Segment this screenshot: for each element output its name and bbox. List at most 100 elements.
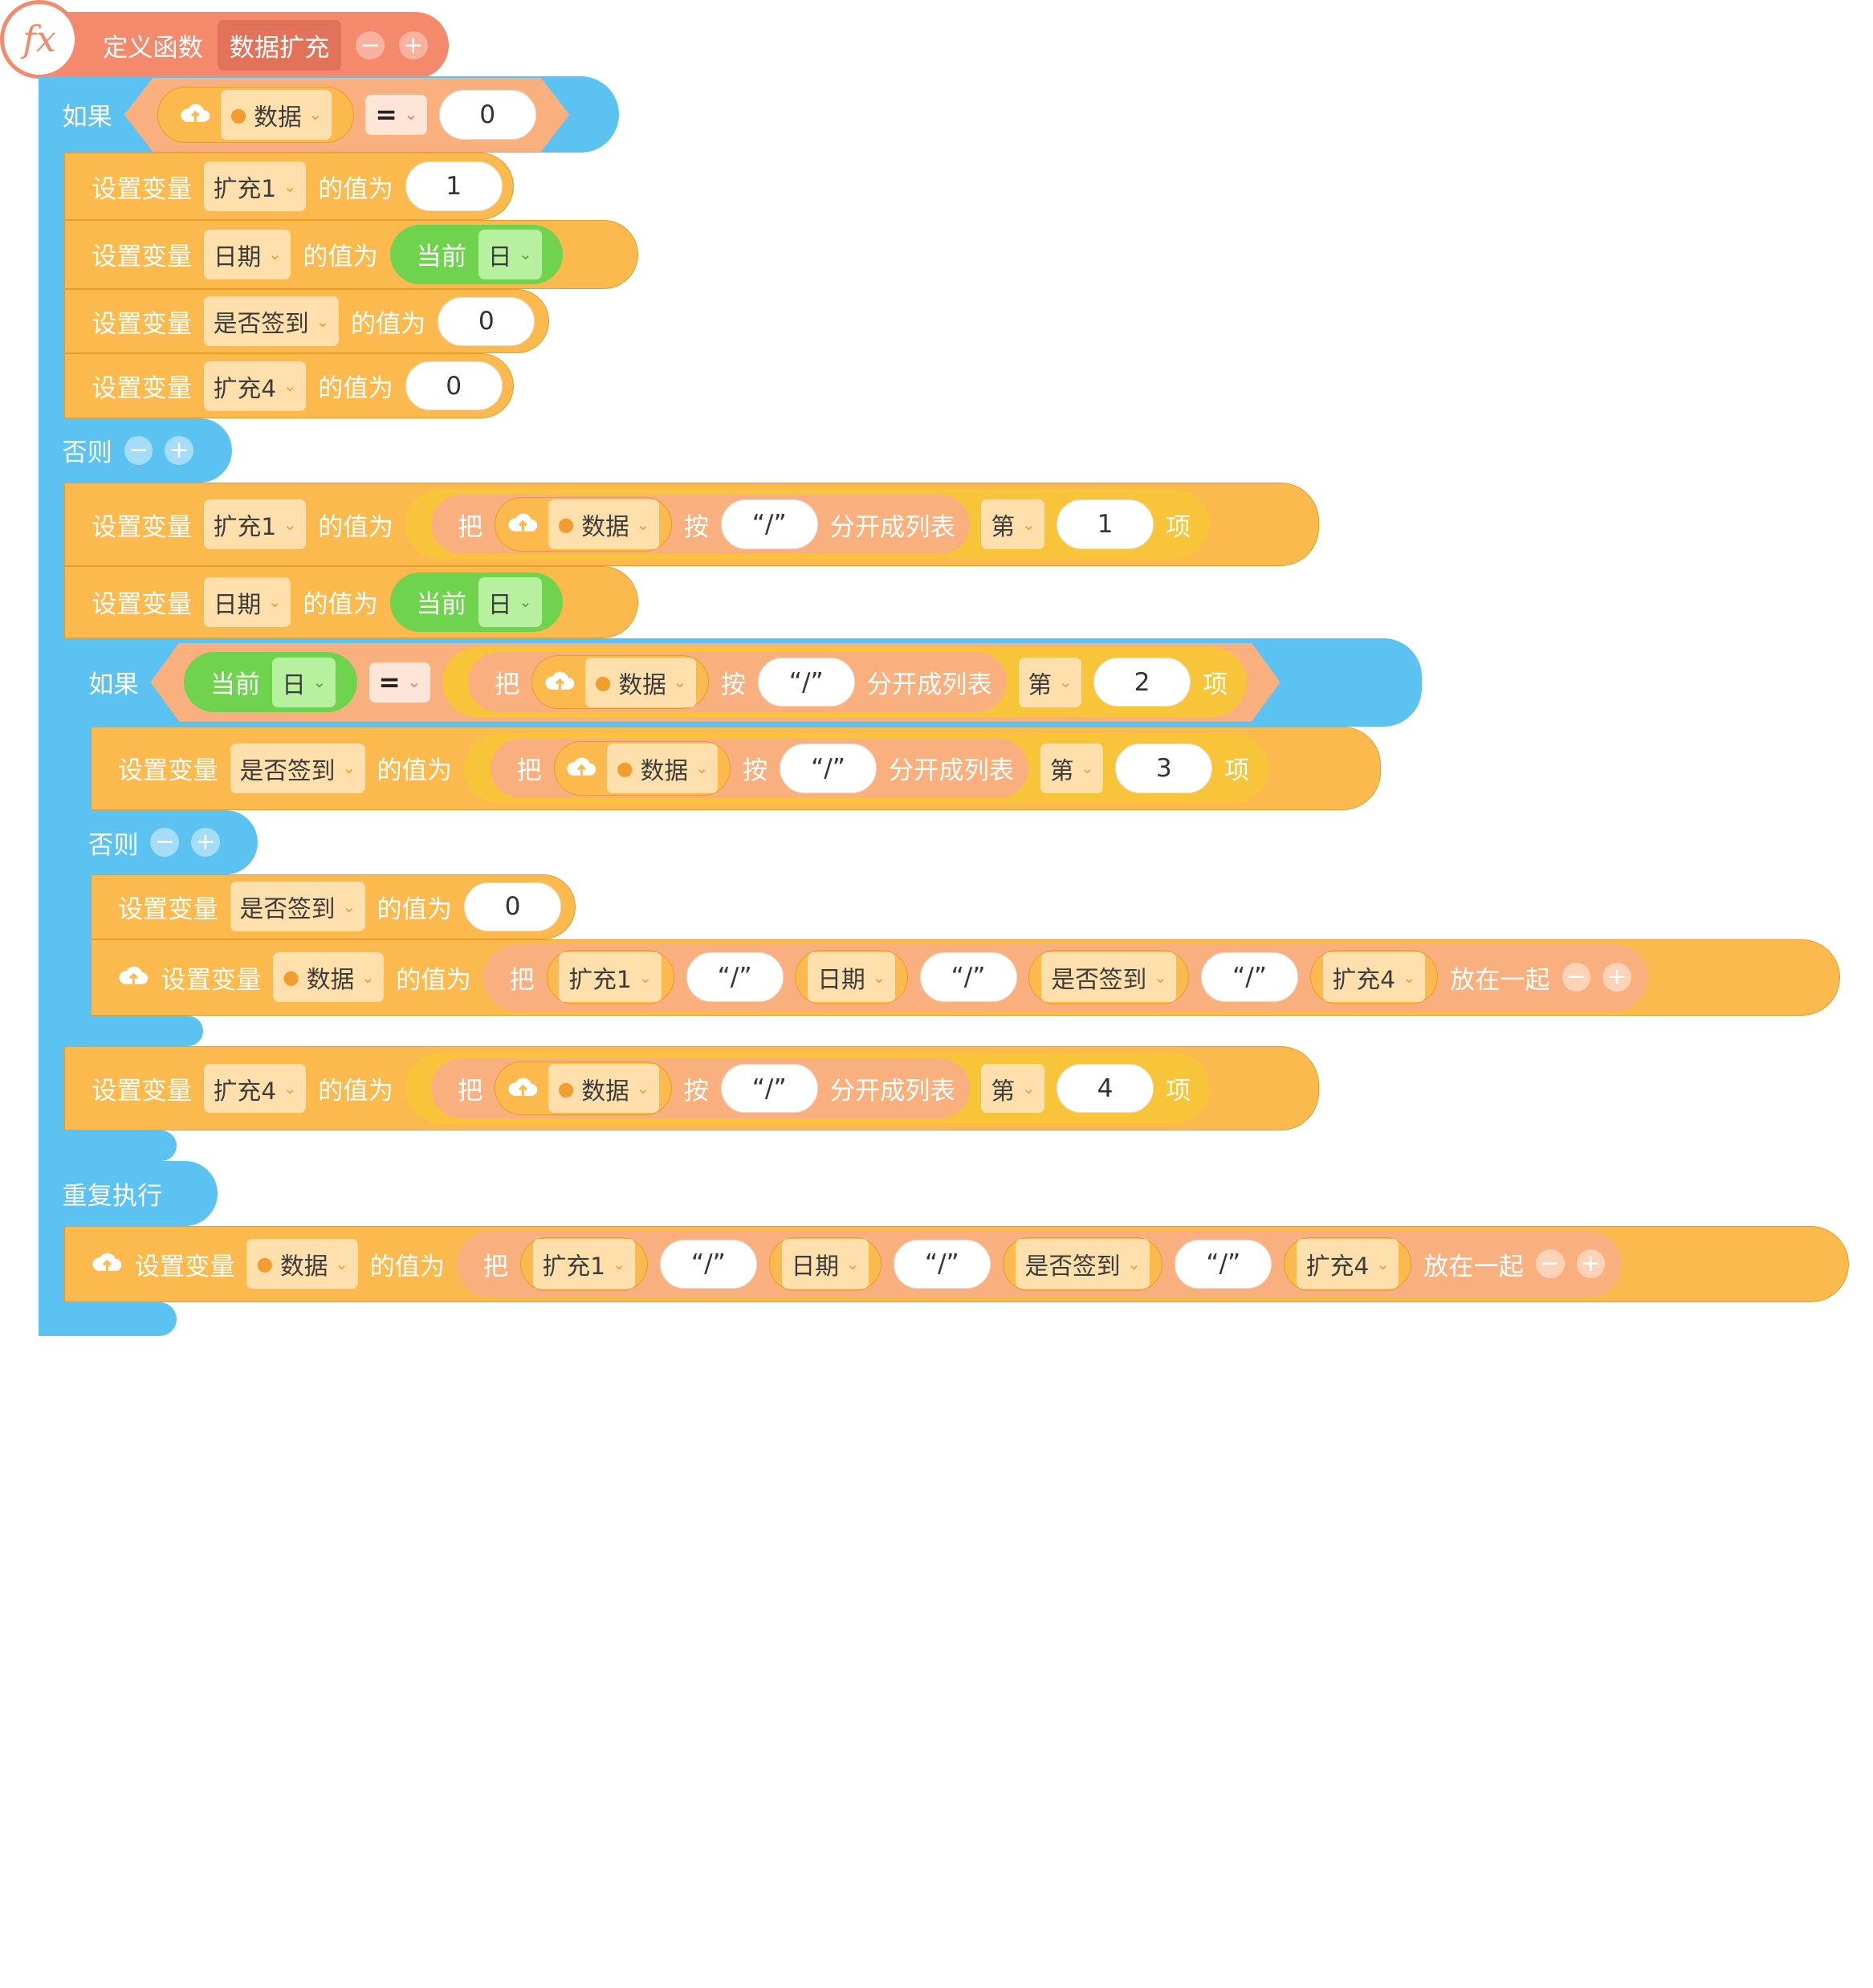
var-reporter[interactable]: 扩充4⌄ [1309,950,1438,1004]
var-dropdown-signed[interactable]: 是否签到⌄ [1015,1239,1150,1289]
set-var-block[interactable]: 设置变量 是否签到⌄ 的值为 0 [64,289,550,354]
value-input[interactable]: 0 [464,882,562,932]
add-item-button[interactable]: + [1602,963,1631,992]
value-input[interactable]: 0 [438,296,535,347]
operator-dropdown[interactable]: =⌄ [369,662,430,703]
delimiter-input[interactable]: “/” [720,1063,818,1114]
delimiter-input[interactable]: “/” [758,658,855,707]
delimiter-input[interactable]: “/” [1200,952,1298,1002]
delimiter-input[interactable]: “/” [686,952,784,1002]
nth-dropdown[interactable]: 第⌄ [981,499,1045,550]
delimiter-input[interactable]: “/” [720,499,818,549]
set-var-block[interactable]: 设置变量 日期⌄ 的值为 当前 日⌄ [64,566,638,638]
var-dropdown-date[interactable]: 日期⌄ [781,1239,869,1289]
delimiter-input[interactable]: “/” [780,743,877,793]
cloud-var-reporter[interactable]: ●数据⌄ [495,1061,672,1116]
if-header[interactable]: 如果 ●数据⌄ =⌄ 0 [38,76,619,153]
index-input[interactable]: 1 [1057,499,1154,549]
var-dropdown-signed[interactable]: 是否签到⌄ [230,743,365,793]
operator-dropdown[interactable]: =⌄ [365,95,426,135]
date-unit-dropdown[interactable]: 日⌄ [272,658,336,707]
add-item-button[interactable]: + [1576,1249,1606,1279]
cloud-var-reporter[interactable]: ●数据⌄ [157,87,353,143]
split-reporter[interactable]: 把 ●数据⌄ 按 “/” 分开成列表 [468,652,1006,711]
var-dropdown-data[interactable]: ●数据⌄ [548,499,659,550]
var-dropdown-date[interactable]: 日期⌄ [808,952,895,1003]
compare-block[interactable]: ●数据⌄ =⌄ 0 [124,78,570,152]
split-reporter[interactable]: 把 ●数据⌄ 按 “/” 分开成列表 [431,495,970,555]
cloud-var-reporter[interactable]: ●数据⌄ [553,741,731,796]
function-define-block[interactable]: 定义函数 数据扩充 − + [23,11,450,79]
join-reporter[interactable]: 把 扩充1⌄ “/” 日期⌄ “/” 是否签到⌄ “/” 扩充4⌄ 放在一起 −… [457,1230,1623,1297]
var-dropdown-ext4[interactable]: 扩充4⌄ [203,361,307,411]
set-var-block[interactable]: 设置变量 扩充1⌄ 的值为 1 [64,153,514,220]
list-item-reporter[interactable]: 把 ●数据⌄ 按 “/” 分开成列表 第⌄ 3 项 [464,733,1269,803]
list-item-reporter[interactable]: 把 ●数据⌄ 按 “/” 分开成列表 第⌄ 1 项 [405,490,1210,560]
cloud-var-reporter[interactable]: ●数据⌄ [495,497,672,552]
add-branch-button[interactable]: + [165,436,193,465]
var-dropdown-date[interactable]: 日期⌄ [203,230,291,279]
delimiter-input[interactable]: “/” [919,952,1017,1002]
set-var-block[interactable]: 设置变量 扩充4⌄ 的值为 0 [64,353,514,418]
list-item-reporter[interactable]: 把 ●数据⌄ 按 “/” 分开成列表 第⌄ 2 项 [442,647,1247,716]
var-dropdown-data[interactable]: ●数据⌄ [607,743,719,793]
current-date-reporter[interactable]: 当前 日⌄ [184,652,357,711]
set-var-block[interactable]: 设置变量 日期⌄ 的值为 当前 日⌄ [64,219,638,290]
set-cloud-var-block[interactable]: 设置变量 ●数据⌄ 的值为 把 扩充1⌄ “/” 日期⌄ “/” 是否签到⌄ “… [64,1225,1850,1302]
date-unit-dropdown[interactable]: 日⌄ [478,230,542,279]
var-dropdown-ext4[interactable]: 扩充4⌄ [1322,952,1426,1003]
current-date-reporter[interactable]: 当前 日⌄ [389,572,564,633]
repeat-header[interactable]: 重复执行 [38,1161,218,1226]
var-dropdown-ext1[interactable]: 扩充1⌄ [559,952,662,1003]
var-reporter[interactable]: 是否签到⌄ [1028,950,1190,1004]
var-reporter[interactable]: 日期⌄ [795,950,908,1004]
nth-dropdown[interactable]: 第⌄ [1040,743,1104,793]
var-dropdown-signed[interactable]: 是否签到⌄ [203,296,339,347]
nth-dropdown[interactable]: 第⌄ [1019,658,1082,707]
var-dropdown-data[interactable]: ●数据⌄ [246,1239,358,1289]
var-dropdown-ext1[interactable]: 扩充1⌄ [203,161,307,212]
list-item-reporter[interactable]: 把 ●数据⌄ 按 “/” 分开成列表 第⌄ 4 项 [405,1053,1210,1123]
var-dropdown-signed[interactable]: 是否签到⌄ [230,882,365,932]
compare-block[interactable]: 当前 日⌄ =⌄ 把 ●数据⌄ 按 “/” 分开成列表 第⌄ 2 项 [150,643,1280,722]
delimiter-input[interactable]: “/” [659,1239,757,1289]
remove-item-button[interactable]: − [1535,1249,1565,1279]
var-dropdown-data[interactable]: ●数据⌄ [273,952,385,1003]
index-input[interactable]: 2 [1093,658,1191,707]
split-reporter[interactable]: 把 ●数据⌄ 按 “/” 分开成列表 [490,738,1028,798]
var-dropdown-ext1[interactable]: 扩充1⌄ [532,1239,636,1289]
remove-branch-button[interactable]: − [124,436,153,465]
set-var-block[interactable]: 设置变量 扩充1⌄ 的值为 把 ●数据⌄ 按 “/” 分开成列表 第⌄ 1 项 [64,483,1319,567]
value-input[interactable]: 0 [439,90,536,140]
var-dropdown-data[interactable]: ●数据⌄ [548,1063,659,1114]
remove-item-button[interactable]: − [1562,963,1591,992]
var-reporter[interactable]: 扩充1⌄ [519,1236,648,1292]
else-header[interactable]: 否则 − + [38,418,232,483]
var-dropdown-data[interactable]: ●数据⌄ [221,90,332,140]
var-dropdown-data[interactable]: ●数据⌄ [585,658,696,707]
delimiter-input[interactable]: “/” [893,1239,991,1289]
nth-dropdown[interactable]: 第⌄ [981,1063,1045,1114]
var-dropdown-ext4[interactable]: 扩充4⌄ [1297,1239,1399,1289]
var-dropdown-date[interactable]: 日期⌄ [203,577,291,627]
index-input[interactable]: 3 [1115,743,1213,793]
var-dropdown-signed[interactable]: 是否签到⌄ [1041,952,1177,1003]
nested-else-header[interactable]: 否则 − + [64,809,259,875]
var-dropdown-ext4[interactable]: 扩充4⌄ [203,1063,307,1114]
remove-param-button[interactable]: − [356,31,385,60]
var-reporter[interactable]: 是否签到⌄ [1002,1236,1163,1292]
split-reporter[interactable]: 把 ●数据⌄ 按 “/” 分开成列表 [431,1058,970,1118]
set-var-block[interactable]: 设置变量 扩充4⌄ 的值为 把 ●数据⌄ 按 “/” 分开成列表 第⌄ 4 项 [64,1046,1319,1130]
remove-branch-button[interactable]: − [150,828,180,857]
set-cloud-var-block[interactable]: 设置变量 ●数据⌄ 的值为 把 扩充1⌄ “/” 日期⌄ “/” 是否签到⌄ “… [91,939,1840,1016]
join-reporter[interactable]: 把 扩充1⌄ “/” 日期⌄ “/” 是否签到⌄ “/” 扩充4⌄ 放在一起 −… [483,943,1648,1011]
add-branch-button[interactable]: + [191,828,220,857]
var-reporter[interactable]: 扩充4⌄ [1284,1236,1412,1292]
value-input[interactable]: 1 [405,161,503,211]
function-name-field[interactable]: 数据扩充 [217,20,342,71]
date-unit-dropdown[interactable]: 日⌄ [478,577,542,627]
set-var-block[interactable]: 设置变量 是否签到⌄ 的值为 把 ●数据⌄ 按 “/” 分开成列表 第⌄ 3 项 [91,726,1382,810]
add-param-button[interactable]: + [398,31,428,60]
var-dropdown-ext1[interactable]: 扩充1⌄ [203,499,307,550]
index-input[interactable]: 4 [1057,1063,1154,1114]
